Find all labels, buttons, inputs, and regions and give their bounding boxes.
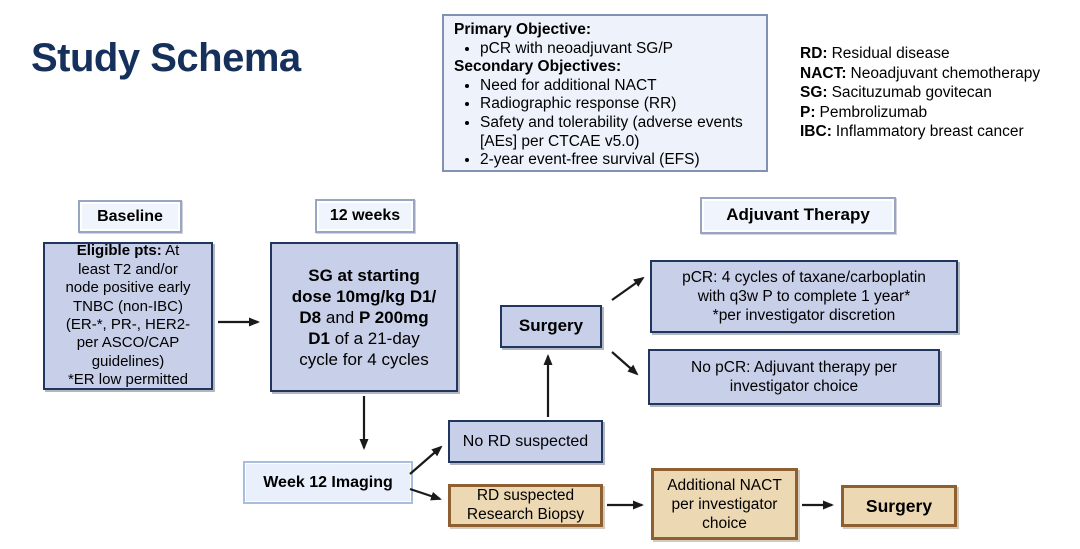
page-title: Study Schema xyxy=(31,36,301,80)
node-additional-nact: Additional NACT per investigator choice xyxy=(651,468,798,540)
legend-desc: Pembrolizumab xyxy=(819,103,928,121)
primary-objective-list: pCR with neoadjuvant SG/P xyxy=(454,40,758,59)
arrow-week12-to-rd xyxy=(409,487,442,501)
legend-desc: Neoadjuvant chemotherapy xyxy=(850,64,1041,82)
arrow-surgery-to-no-pcr xyxy=(611,351,639,376)
phase-label-baseline: Baseline xyxy=(78,200,182,233)
objective-item: Safety and tolerability (adverse events … xyxy=(480,114,758,151)
legend-desc: Sacituzumab govitecan xyxy=(831,84,992,101)
node-no-rd-suspected: No RD suspected xyxy=(448,420,603,463)
legend-item-rd: RD:Residual disease xyxy=(800,44,1076,64)
legend-abbr: NACT: xyxy=(800,64,847,82)
objective-item: Radiographic response (RR) xyxy=(480,95,758,114)
arrow-surgery-to-pcr xyxy=(611,276,645,301)
node-surgery-after-nact: Surgery xyxy=(841,485,957,527)
legend-abbr: IBC: xyxy=(800,123,832,140)
node-surgery: Surgery xyxy=(500,305,602,348)
legend-item-p: P:Pembrolizumab xyxy=(800,103,1076,123)
legend-item-sg: SG:Sacituzumab govitecan xyxy=(800,83,1076,103)
node-no-pcr-adjuvant: No pCR: Adjuvant therapy per investigato… xyxy=(648,349,940,405)
legend-abbr: SG: xyxy=(800,84,828,101)
node-pcr-adjuvant: pCR: 4 cycles of taxane/carboplatin with… xyxy=(650,260,958,333)
objective-item: Need for additional NACT xyxy=(480,77,758,96)
secondary-objectives-heading: Secondary Objectives: xyxy=(454,58,622,76)
primary-objective-heading: Primary Objective: xyxy=(454,21,591,38)
node-week-12-imaging: Week 12 Imaging xyxy=(243,461,413,504)
phase-label-12-weeks: 12 weeks xyxy=(315,199,415,233)
legend-item-ibc: IBC:Inflammatory breast cancer xyxy=(800,122,1076,142)
node-sg-treatment: SG at starting dose 10mg/kg D1/ D8 and P… xyxy=(270,242,458,392)
legend-desc: Inflammatory breast cancer xyxy=(835,123,1024,140)
arrow-week12-to-no-rd xyxy=(409,445,443,475)
legend-abbr: RD: xyxy=(800,45,828,62)
objective-item: pCR with neoadjuvant SG/P xyxy=(480,40,758,59)
phase-label-adjuvant-therapy: Adjuvant Therapy xyxy=(700,197,896,234)
objectives-panel: Primary Objective: pCR with neoadjuvant … xyxy=(442,14,768,172)
node-rd-suspected-biopsy: RD suspected Research Biopsy xyxy=(448,484,603,527)
secondary-objectives-list: Need for additional NACT Radiographic re… xyxy=(454,77,758,170)
objective-item: 2-year event-free survival (EFS) xyxy=(480,151,758,170)
legend-abbr: P: xyxy=(800,103,816,121)
node-eligible-patients: Eligible pts: At least T2 and/or node po… xyxy=(43,242,213,390)
legend-desc: Residual disease xyxy=(831,45,950,62)
legend-item-nact: NACT:Neoadjuvant chemotherapy xyxy=(800,64,1076,84)
abbreviation-legend: RD:Residual disease NACT:Neoadjuvant che… xyxy=(800,44,1076,142)
